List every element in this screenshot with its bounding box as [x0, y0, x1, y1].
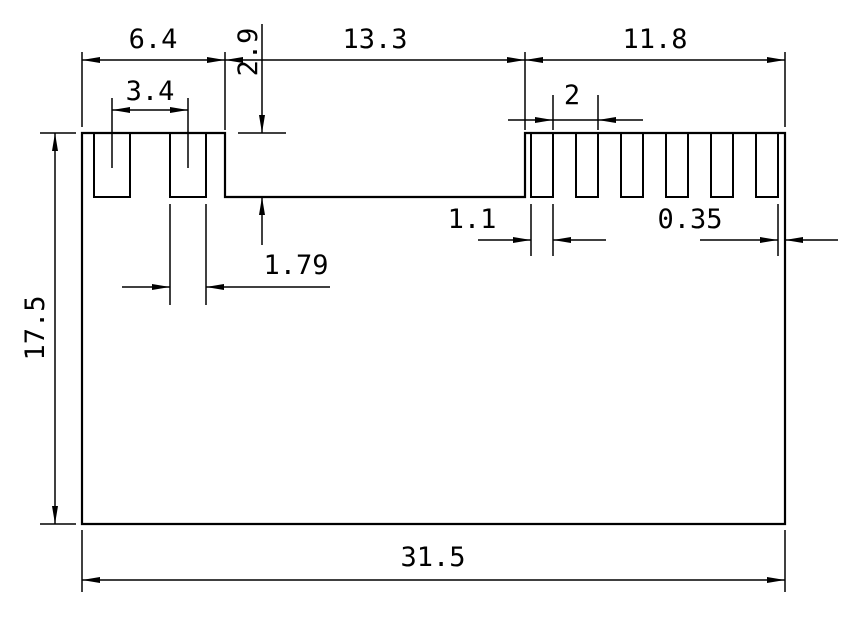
right-slot-1 — [530, 132, 554, 198]
dim-label-top-middle-width: 13.3 — [342, 24, 407, 55]
right-slot-3 — [620, 132, 644, 198]
dim-label-overall-height: 17.5 — [20, 295, 51, 360]
dim-step-depth: 2.9 — [233, 24, 286, 245]
dim-label-overall-width: 31.5 — [400, 542, 465, 573]
dim-overall-height: 17.5 — [20, 132, 76, 525]
dim-label-left-slot-width: 1.79 — [263, 250, 328, 281]
dim-right-slot-pitch: 2 — [508, 80, 643, 130]
right-slot-group — [530, 132, 779, 198]
dim-label-top-right-width: 11.8 — [622, 24, 687, 55]
dim-label-right-slot-width: 1.1 — [448, 204, 497, 235]
dim-label-left-slot-pitch: 3.4 — [126, 76, 175, 107]
right-slot-5 — [710, 132, 734, 198]
dim-left-slot-width: 1.79 — [122, 204, 330, 305]
dim-label-right-slot-pitch: 2 — [564, 80, 580, 111]
part-outline — [80, 131, 787, 526]
dim-right-slot-width: 1.1 — [448, 204, 606, 256]
dim-label-right-edge-gap: 0.35 — [657, 204, 722, 235]
dim-left-slot-pitch: 3.4 — [111, 76, 189, 168]
right-slot-6 — [755, 132, 779, 198]
right-slot-4 — [665, 132, 689, 198]
right-slot-2 — [575, 132, 599, 198]
dim-top-widths: 6.4 13.3 11.8 — [81, 24, 786, 130]
dim-label-step-depth: 2.9 — [233, 28, 264, 77]
dim-right-edge-gap: 0.35 — [657, 204, 838, 256]
dim-overall-width: 31.5 — [81, 530, 786, 592]
dim-label-top-left-width: 6.4 — [129, 24, 178, 55]
